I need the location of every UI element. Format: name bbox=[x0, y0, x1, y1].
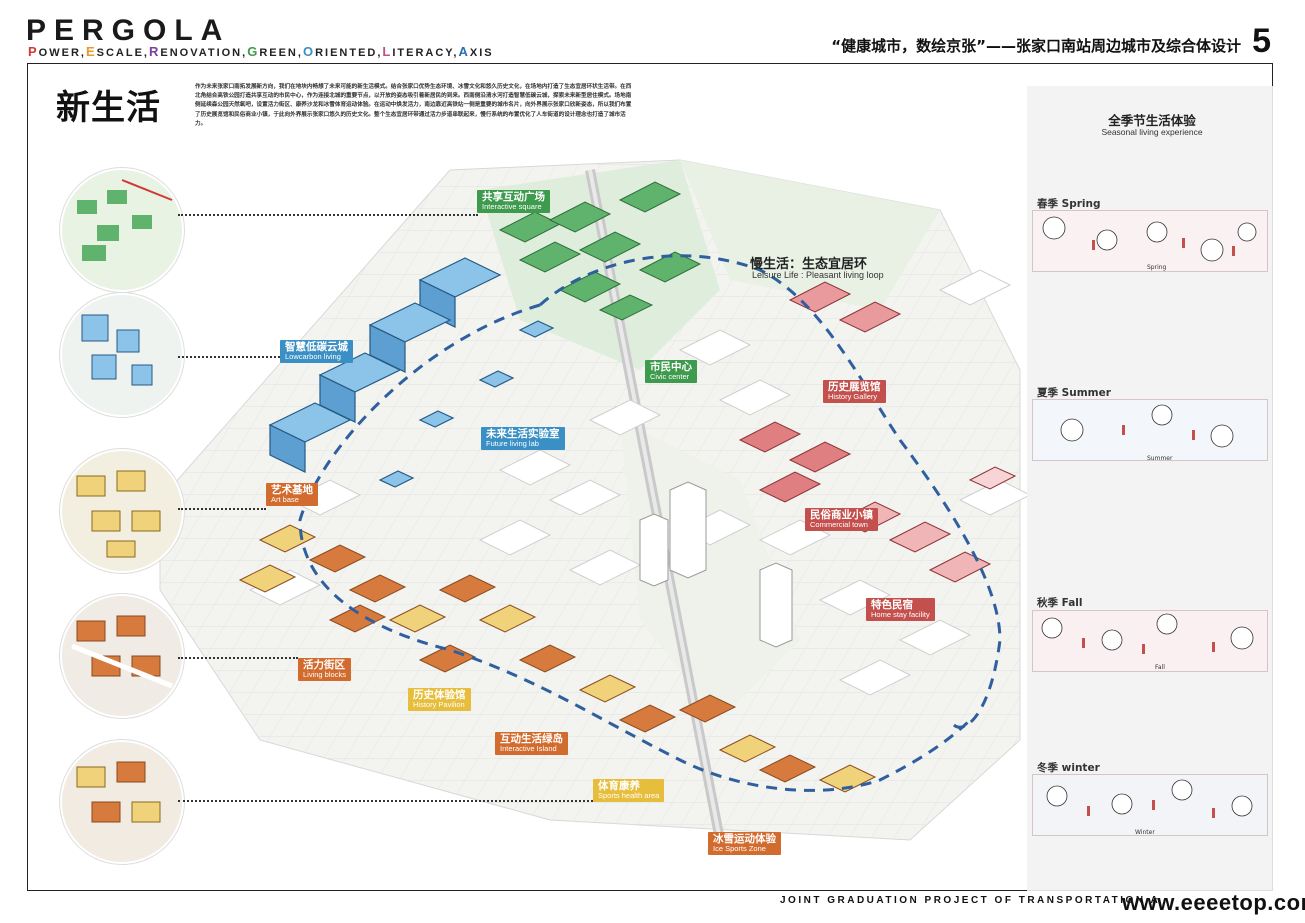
logo-initial: E bbox=[85, 44, 97, 59]
logo-initial: R bbox=[148, 44, 161, 59]
detail-circle-green bbox=[60, 168, 184, 292]
season-label-winter: 冬季 winter bbox=[1037, 762, 1100, 774]
tower bbox=[669, 481, 707, 579]
logo-word: SCALE, bbox=[96, 47, 149, 59]
seasons-panel-subtitle: Seasonal living experience bbox=[1101, 127, 1203, 137]
logo-word: RIENTED, bbox=[315, 47, 383, 59]
season-label-spring: 春季 Spring bbox=[1037, 198, 1101, 210]
season-vignettes bbox=[1042, 216, 1257, 448]
loop-subtitle: Leisure Life : Pleasant living loop bbox=[752, 270, 884, 280]
section-title: 新生活 bbox=[56, 88, 161, 128]
season-label-fall: 秋季 Fall bbox=[1037, 597, 1083, 609]
loop-title: 慢生活：生态宜居环 bbox=[750, 257, 868, 272]
footer-text: JOINT GRADUATION PROJECT OF TRANSPORTATI… bbox=[780, 895, 1161, 906]
season-label-summer: 夏季 Summer bbox=[1037, 387, 1111, 399]
logo-word: OWER, bbox=[38, 47, 86, 59]
logo-initial: L bbox=[382, 44, 393, 59]
logo: PERGOLA bbox=[26, 14, 231, 47]
seasons-panel-title: 全季节生活体验 bbox=[1108, 113, 1196, 128]
detail-circle-orange bbox=[60, 594, 184, 718]
logo-initial: A bbox=[458, 44, 470, 59]
page-number: 5 bbox=[1252, 22, 1271, 60]
logo-word: XIS bbox=[469, 47, 494, 59]
logo-word: REEN, bbox=[259, 47, 303, 59]
page-title: “健康城市，数绘京张”——张家口南站周边城市及综合体设计 bbox=[831, 37, 1241, 55]
logo-initial: G bbox=[247, 44, 260, 59]
logo-word: ITERACY, bbox=[392, 47, 459, 59]
logo-word: ENOVATION, bbox=[160, 47, 248, 59]
loop-path bbox=[538, 254, 1002, 729]
season-strip-spring bbox=[1032, 210, 1268, 272]
season-vignettes-lower bbox=[1041, 613, 1254, 818]
season-strip-winter bbox=[1032, 774, 1268, 836]
logo-initial: P bbox=[28, 44, 39, 59]
detail-circle-yellow bbox=[60, 449, 184, 573]
logo-initial: O bbox=[302, 44, 316, 59]
leader-line bbox=[178, 214, 478, 216]
detail-circle-mixed bbox=[60, 740, 184, 864]
detail-circle-blue bbox=[60, 293, 184, 417]
axonometric-map bbox=[159, 159, 1030, 841]
season-strip-fall bbox=[1032, 610, 1268, 672]
watermark: www.eeeetop.com bbox=[1122, 890, 1305, 915]
intro-text: 作为未来张家口南拓发展新方向，我们在地块内畅想了未来可能的新生活模式。结合张家口… bbox=[195, 84, 632, 127]
logo-subtitle: POWER,ESCALE,RENOVATION,GREEN,ORIENTED,L… bbox=[28, 44, 494, 59]
